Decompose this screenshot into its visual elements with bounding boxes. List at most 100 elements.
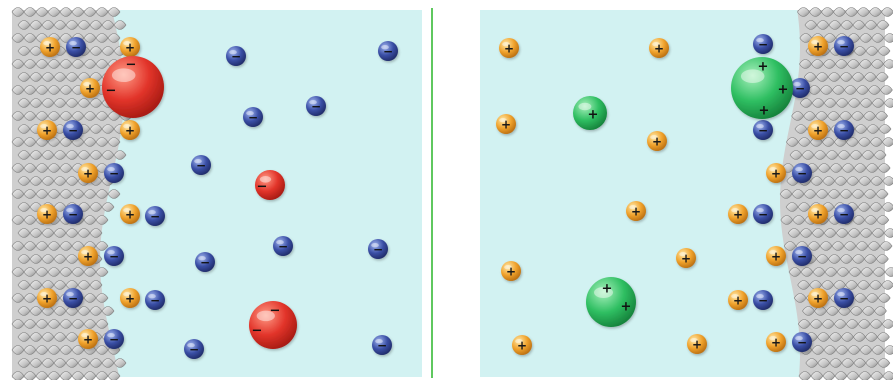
plus-sign-icon: + [125, 124, 135, 138]
anion-ion: − [834, 288, 854, 308]
anion-ion: − [145, 206, 165, 226]
plus-sign-icon: + [813, 208, 823, 222]
anion-ion: − [104, 329, 124, 349]
cation-ion: + [808, 36, 828, 56]
anion-ion: − [195, 252, 215, 272]
cation-ion: + [120, 288, 140, 308]
plus-sign-icon: + [654, 42, 664, 56]
plus-sign-icon: + [42, 124, 52, 138]
plus-sign-icon: + [125, 292, 135, 306]
minus-sign-icon: − [383, 45, 393, 59]
anion-ion: − [306, 96, 326, 116]
anion-ion: − [792, 332, 812, 352]
large-green-ion: + [573, 96, 607, 130]
plus-sign-icon: + [771, 250, 781, 264]
minus-sign-icon: − [71, 41, 81, 55]
large-red-ion: − [255, 170, 285, 200]
minus-sign-icon: − [68, 208, 78, 222]
cation-ion: + [728, 204, 748, 224]
plus-sign-icon: + [602, 282, 613, 297]
minus-sign-icon: − [68, 124, 78, 138]
anion-ion: − [63, 204, 83, 224]
minus-sign-icon: − [797, 167, 807, 181]
minus-sign-icon: − [257, 180, 268, 195]
cation-ion: + [120, 120, 140, 140]
plus-sign-icon: + [588, 108, 599, 123]
cation-ion: + [78, 329, 98, 349]
electrode-right-scale [884, 346, 893, 355]
cation-ion: + [647, 131, 667, 151]
plus-sign-icon: + [621, 300, 632, 315]
minus-sign-icon: − [106, 84, 117, 99]
minus-sign-icon: − [758, 294, 768, 308]
plus-sign-icon: + [771, 336, 781, 350]
anion-ion: − [834, 36, 854, 56]
large-red-ion: −− [102, 56, 164, 118]
electrode-right-scale [884, 34, 893, 43]
anion-ion: − [63, 288, 83, 308]
minus-sign-icon: − [278, 240, 288, 254]
minus-sign-icon: − [797, 250, 807, 264]
minus-sign-icon: − [189, 343, 199, 357]
minus-sign-icon: − [126, 58, 137, 73]
minus-sign-icon: − [758, 124, 768, 138]
anion-ion: − [104, 246, 124, 266]
cation-ion: + [37, 204, 57, 224]
cation-ion: + [728, 290, 748, 310]
cation-ion: + [766, 246, 786, 266]
anion-ion: − [145, 290, 165, 310]
cation-ion: + [37, 288, 57, 308]
plus-sign-icon: + [813, 40, 823, 54]
minus-sign-icon: − [839, 40, 849, 54]
electrode-right-scale [884, 229, 893, 238]
minus-sign-icon: − [758, 208, 768, 222]
cation-ion: + [80, 78, 100, 98]
minus-sign-icon: − [758, 38, 768, 52]
plus-sign-icon: + [733, 208, 743, 222]
anion-ion: − [834, 120, 854, 140]
minus-sign-icon: − [795, 82, 805, 96]
anion-ion: − [184, 339, 204, 359]
minus-sign-icon: − [150, 210, 160, 224]
minus-sign-icon: − [270, 304, 281, 319]
large-green-ion: +++ [731, 57, 793, 119]
anion-ion: − [372, 335, 392, 355]
plus-sign-icon: + [501, 118, 511, 132]
minus-sign-icon: − [248, 111, 258, 125]
cation-ion: + [676, 248, 696, 268]
plus-sign-icon: + [506, 265, 516, 279]
cation-ion: + [120, 204, 140, 224]
plus-sign-icon: + [778, 83, 789, 98]
minus-sign-icon: − [839, 124, 849, 138]
plus-sign-icon: + [45, 41, 55, 55]
minus-sign-icon: − [252, 324, 263, 339]
plus-sign-icon: + [758, 60, 769, 75]
cation-ion: + [499, 38, 519, 58]
plus-sign-icon: + [83, 167, 93, 181]
anion-ion: − [191, 155, 211, 175]
electrode-right-scale [884, 99, 893, 108]
minus-sign-icon: − [68, 292, 78, 306]
anion-ion: − [753, 120, 773, 140]
electrode-right-scale [885, 268, 893, 277]
plus-sign-icon: + [733, 294, 743, 308]
plus-sign-icon: + [83, 333, 93, 347]
plus-sign-icon: + [517, 339, 527, 353]
plus-sign-icon: + [85, 82, 95, 96]
anion-ion: − [792, 246, 812, 266]
cation-ion: + [808, 288, 828, 308]
cation-ion: + [808, 120, 828, 140]
cation-ion: + [687, 334, 707, 354]
minus-sign-icon: − [200, 256, 210, 270]
minus-sign-icon: − [109, 167, 119, 181]
minus-sign-icon: − [109, 250, 119, 264]
anion-ion: − [368, 239, 388, 259]
anion-ion: − [753, 34, 773, 54]
minus-sign-icon: − [109, 333, 119, 347]
anion-ion: − [243, 107, 263, 127]
cation-ion: + [626, 201, 646, 221]
plus-sign-icon: + [681, 252, 691, 266]
minus-sign-icon: − [231, 50, 241, 64]
